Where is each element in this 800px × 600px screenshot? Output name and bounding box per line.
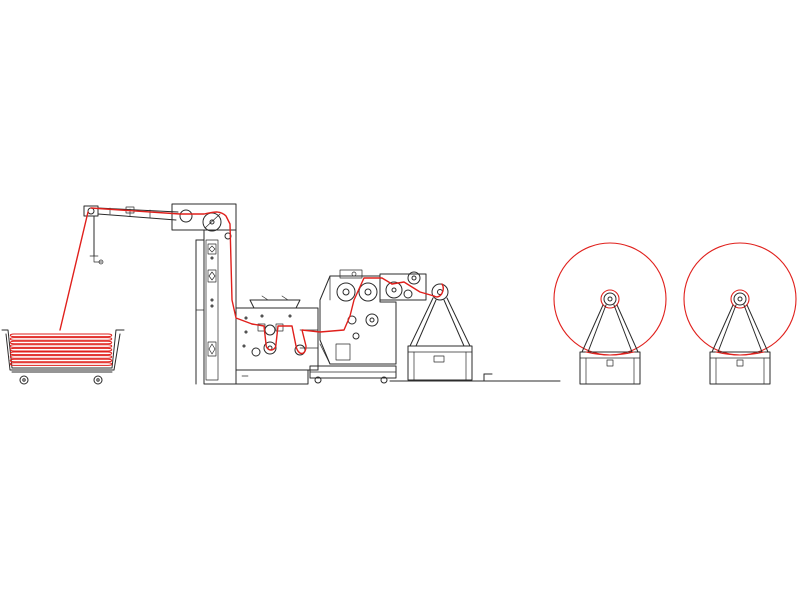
- fabric-fold: [9, 333, 113, 338]
- winder-shaft: [603, 292, 617, 306]
- fabric-fold: [9, 344, 113, 348]
- fabric-fold: [9, 347, 113, 352]
- frame-leg: [613, 304, 633, 353]
- fabric-fold: [9, 337, 113, 341]
- frame-leg: [746, 304, 769, 353]
- batch-core: [730, 289, 750, 309]
- fabric-trolley: [1, 329, 125, 385]
- frame-leg: [711, 304, 734, 353]
- fabric-lap: [585, 351, 635, 356]
- fabric-fold: [9, 355, 113, 359]
- winder-shaft: [733, 292, 747, 306]
- frame-leg: [616, 304, 639, 353]
- winder-base: [579, 351, 641, 385]
- batch-core: [600, 289, 620, 309]
- fabric-fold: [9, 358, 113, 363]
- base-plate: [606, 359, 614, 367]
- fabric-lap: [715, 351, 765, 356]
- frame-leg: [717, 304, 737, 353]
- frame-leg: [743, 304, 763, 353]
- frame-leg: [581, 304, 604, 353]
- a-frame-stand: [407, 283, 493, 382]
- winder-hub: [607, 296, 613, 302]
- base-plate: [736, 359, 744, 367]
- fabric-fold: [9, 340, 113, 345]
- overhead-feed-arm: [83, 205, 179, 265]
- winder-base: [709, 351, 771, 385]
- fabric-batch-roll: [553, 242, 667, 356]
- calender-unit: [309, 269, 427, 384]
- fabric-fold: [9, 351, 113, 356]
- winder-hub: [737, 296, 743, 302]
- fabric-path: [59, 207, 444, 355]
- frame-leg: [587, 304, 607, 353]
- batch-winder-2: [683, 242, 797, 385]
- padder-unit: [235, 295, 319, 385]
- fabric-batch-roll: [683, 242, 797, 356]
- j-box-tower: [171, 203, 237, 385]
- batch-winder-1: [553, 242, 667, 385]
- folded-fabric-stack: [9, 333, 113, 366]
- fabric-fold: [9, 362, 113, 366]
